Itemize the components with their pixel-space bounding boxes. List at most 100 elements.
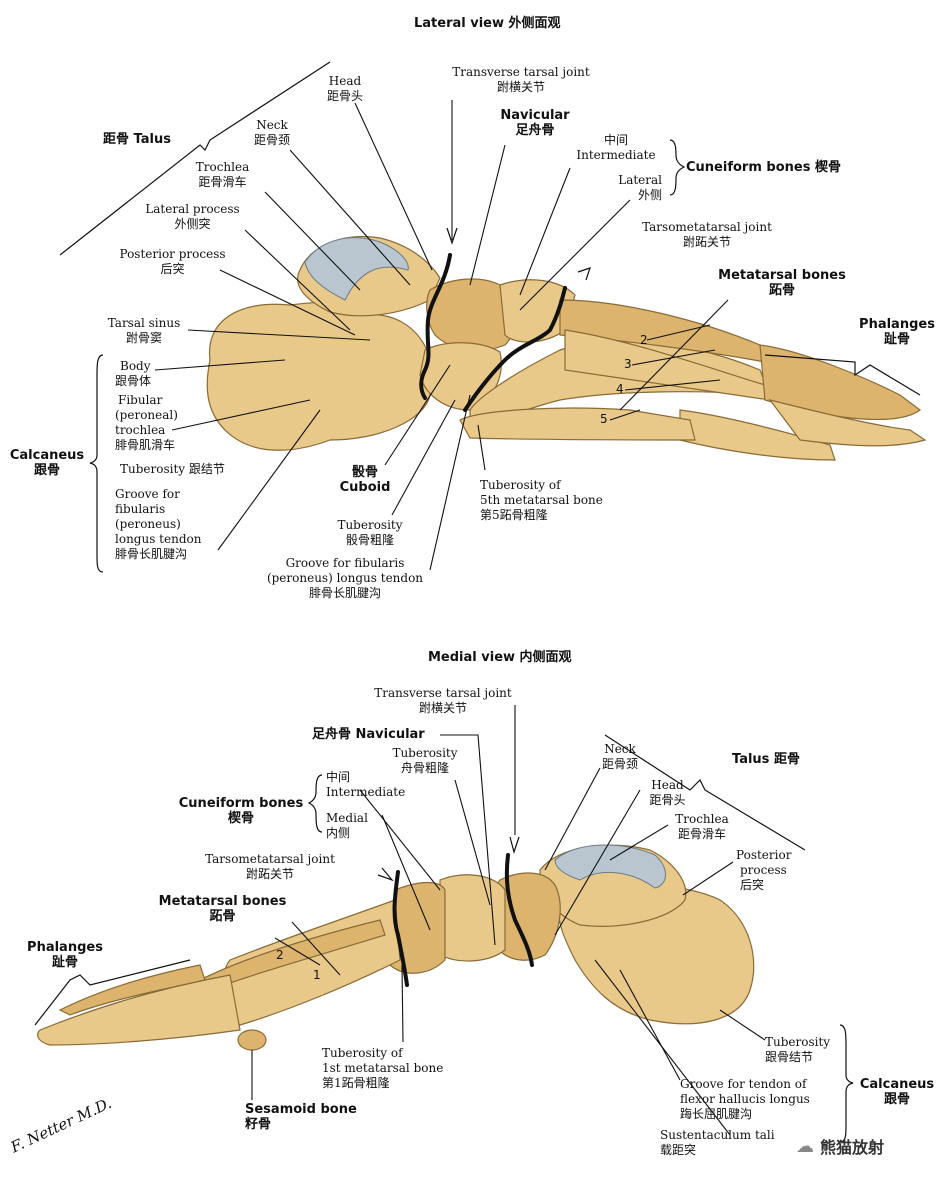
medial-sesamoid-zh: 籽骨 — [245, 1117, 272, 1132]
lateral-tub5-zh: 第5跖骨粗隆 — [480, 508, 548, 522]
lateral-groove-2: fibularis — [115, 502, 166, 516]
medial-navtub-en: Tuberosity — [392, 746, 458, 760]
medial-navicular-label: 足舟骨 Navicular — [312, 727, 425, 742]
medial-sesamoid-en: Sesamoid bone — [245, 1102, 357, 1117]
medial-calcaneus-en: Calcaneus — [859, 1077, 935, 1092]
medial-sesamoid-label: Sesamoid bone 籽骨 — [245, 1102, 357, 1132]
lateral-cuboid-label: 骰骨 Cuboid — [330, 465, 400, 495]
lateral-groove-4: longus tendon — [115, 532, 202, 546]
lateral-cuboid-en: Cuboid — [339, 480, 391, 495]
lateral-tarsometatarsal-label: Tarsometatarsal joint 跗跖关节 — [632, 220, 782, 250]
lateral-phalanges-en: Phalanges — [859, 317, 935, 332]
medial-tub1-2: 1st metatarsal bone — [322, 1061, 444, 1075]
lateral-foot-bones — [206, 236, 927, 461]
lateral-trochlea-en: Trochlea — [195, 160, 250, 174]
medial-sust-zh: 载距突 — [660, 1143, 697, 1157]
lateral-trochlea-label: Trochlea 距骨滑车 — [180, 160, 265, 190]
medial-postproc-zh: 后突 — [740, 878, 765, 892]
lateral-body-label: Body 跟骨体 — [115, 359, 151, 389]
lateral-tarsometatarsal-joint-line — [463, 286, 567, 412]
lateral-transverse-tarsal-label: Transverse tarsal joint 跗横关节 — [441, 65, 601, 95]
medial-phalanges-zh: 趾骨 — [51, 955, 78, 970]
medial-navtub-zh: 舟骨粗隆 — [400, 761, 449, 775]
lateral-lateral-process-label: Lateral process 外侧突 — [135, 202, 250, 232]
lateral-calcaneus-brace — [89, 354, 104, 573]
medial-intermediate-zh: 中间 — [326, 770, 351, 784]
medial-fhl-1: Groove for tendon of — [680, 1077, 807, 1091]
lateral-tub5-1: Tuberosity of — [480, 478, 561, 492]
medial-metatarsal-zh: 跖骨 — [209, 909, 236, 924]
medial-tarsomet-en: Tarsometatarsal joint — [205, 852, 335, 866]
lateral-groove2-zh: 腓骨长肌腱沟 — [308, 586, 381, 600]
medial-tarsomet-zh: 跗跖关节 — [245, 867, 294, 881]
lateral-fibular-2: (peroneal) — [115, 408, 178, 422]
medial-foot-bones — [37, 844, 755, 1051]
medial-head-en: Head — [651, 778, 684, 792]
lateral-fibular-zh: 腓骨肌滑车 — [115, 438, 176, 452]
medial-head-zh: 距骨头 — [649, 793, 686, 807]
lateral-talus-label: 距骨 Talus — [103, 132, 171, 147]
lateral-latproc-zh: 外侧突 — [174, 217, 211, 231]
medial-transverse-tarsal-joint-line — [504, 853, 534, 967]
lateral-cuneiform-label: Cuneiform bones 楔骨 — [686, 160, 841, 175]
medial-talus-brace — [604, 734, 806, 851]
medial-phalanges-en: Phalanges — [27, 940, 103, 955]
medial-metatarsal-en: Metatarsal bones — [158, 894, 287, 909]
lateral-groove2-1: Groove for fibularis — [285, 556, 405, 570]
medial-calcaneus-zh: 跟骨 — [883, 1092, 910, 1107]
medial-cuneiform-zh: 楔骨 — [227, 811, 254, 826]
lateral-navicular-label: Navicular 足舟骨 — [490, 108, 580, 138]
lateral-metatarsal-label: Metatarsal bones 跖骨 — [712, 268, 852, 298]
lateral-cubtub-zh: 骰骨粗隆 — [345, 533, 394, 547]
wechat-icon: ☁ — [796, 1135, 814, 1157]
lateral-num-5: 5 — [600, 412, 608, 426]
medial-neck-zh: 距骨颈 — [601, 757, 638, 771]
lateral-num-4: 4 — [616, 382, 624, 396]
lateral-fibular-1: Fibular — [118, 393, 163, 407]
medial-fhl-2: flexor hallucis longus — [680, 1092, 810, 1106]
lateral-arrow-1 — [446, 227, 458, 245]
medial-intermediate-label: 中间 Intermediate — [326, 770, 405, 800]
leader-lines — [154, 100, 766, 1136]
lateral-phalanges-label: Phalanges 趾骨 — [852, 317, 942, 347]
medial-tarsometatarsal-label: Tarsometatarsal joint 跗跖关节 — [195, 852, 345, 882]
lateral-phalanges-brace — [764, 354, 921, 396]
medial-tarsometatarsal-joint-line — [392, 870, 409, 987]
lateral-trochlea-zh: 距骨滑车 — [198, 175, 247, 189]
lateral-calcaneus-zh: 跟骨 — [33, 463, 60, 478]
lateral-lateral-cuneiform-label: Lateral 外侧 — [600, 173, 662, 203]
lateral-tarsomet-zh: 跗跖关节 — [682, 235, 731, 249]
medial-fhl-groove-label: Groove for tendon of flexor hallucis lon… — [680, 1077, 810, 1122]
lateral-phalanges-zh: 趾骨 — [883, 332, 910, 347]
medial-neck-en: Neck — [604, 742, 636, 756]
lateral-talus-brace — [59, 61, 331, 256]
lateral-cubtub-en: Tuberosity — [337, 518, 403, 532]
medial-cuneiform-label: Cuneiform bones 楔骨 — [175, 796, 307, 826]
lateral-intermediate-en: Intermediate — [576, 148, 656, 162]
lateral-head-zh: 距骨头 — [326, 89, 363, 103]
medial-arrow-1 — [509, 836, 520, 855]
medial-calcaneus-brace — [839, 1024, 854, 1143]
lateral-groove-1: Groove for — [115, 487, 180, 501]
medial-medial-zh: 内侧 — [326, 826, 351, 840]
lateral-tarsal-sinus-label: Tarsal sinus 跗骨窦 — [100, 316, 188, 346]
medial-calctub-en: Tuberosity — [765, 1035, 831, 1049]
lateral-latproc-en: Lateral process — [145, 202, 240, 216]
lateral-neck-en: Neck — [256, 118, 288, 132]
lateral-tuberosity-calcaneus-label: Tuberosity 跟结节 — [120, 462, 225, 476]
medial-trochlea-zh: 距骨滑车 — [677, 827, 726, 841]
medial-trochlea-en: Trochlea — [675, 812, 729, 826]
lateral-postproc-zh: 后突 — [160, 262, 185, 276]
lateral-cuneiform-brace — [669, 139, 686, 196]
medial-trochlea-label: Trochlea 距骨滑车 — [662, 812, 742, 842]
lateral-lateral-zh: 外侧 — [637, 188, 662, 202]
lateral-metatarsal-zh: 跖骨 — [768, 283, 795, 298]
medial-talus-label: Talus 距骨 — [732, 752, 800, 767]
medial-tuberosity-1st-label: Tuberosity of 1st metatarsal bone 第1跖骨粗隆 — [322, 1046, 443, 1091]
medial-phalanges-label: Phalanges 趾骨 — [20, 940, 110, 970]
medial-transverse-en: Transverse tarsal joint — [374, 686, 512, 700]
lateral-fibular-3: trochlea — [115, 423, 166, 437]
lateral-navicular-zh: 足舟骨 — [515, 123, 555, 138]
watermark-text: 熊猫放射 — [820, 1138, 885, 1157]
